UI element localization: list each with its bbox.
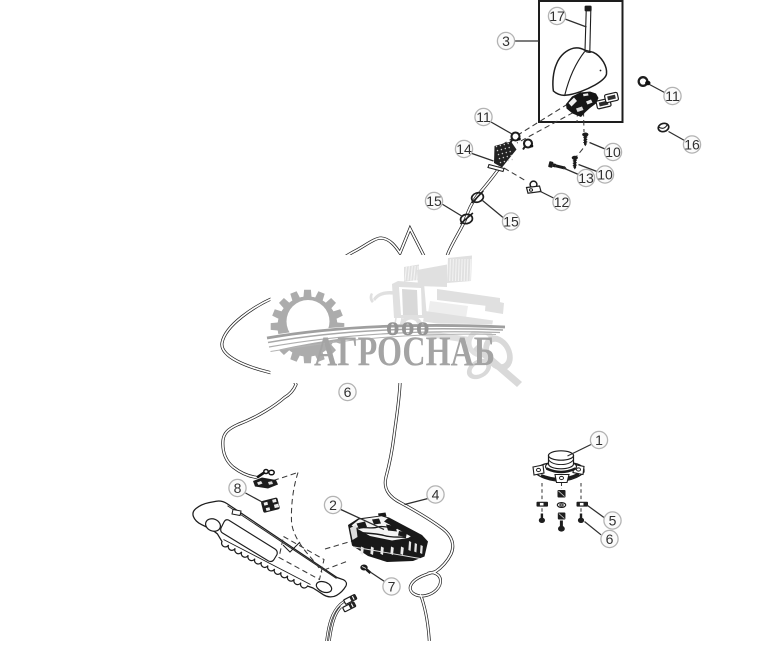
- svg-text:16: 16: [684, 137, 700, 153]
- svg-text:6: 6: [344, 384, 352, 400]
- svg-text:10: 10: [597, 167, 613, 183]
- svg-text:15: 15: [503, 214, 519, 230]
- svg-text:3: 3: [502, 33, 510, 49]
- svg-text:6: 6: [606, 531, 614, 547]
- svg-text:8: 8: [234, 480, 242, 496]
- svg-text:ооо: ооо: [386, 311, 431, 341]
- svg-text:11: 11: [476, 109, 491, 125]
- svg-text:10: 10: [605, 144, 621, 160]
- svg-text:17: 17: [549, 8, 565, 24]
- svg-text:5: 5: [609, 513, 617, 529]
- svg-text:АГРОСНАБ: АГРОСНАБ: [314, 330, 495, 376]
- svg-text:11: 11: [665, 88, 680, 104]
- svg-text:4: 4: [432, 487, 440, 503]
- svg-text:1: 1: [595, 432, 603, 448]
- svg-text:2: 2: [329, 497, 337, 513]
- svg-text:14: 14: [456, 141, 472, 157]
- svg-text:7: 7: [388, 579, 396, 595]
- svg-text:13: 13: [578, 170, 594, 186]
- svg-text:15: 15: [426, 193, 442, 209]
- svg-text:12: 12: [554, 194, 570, 210]
